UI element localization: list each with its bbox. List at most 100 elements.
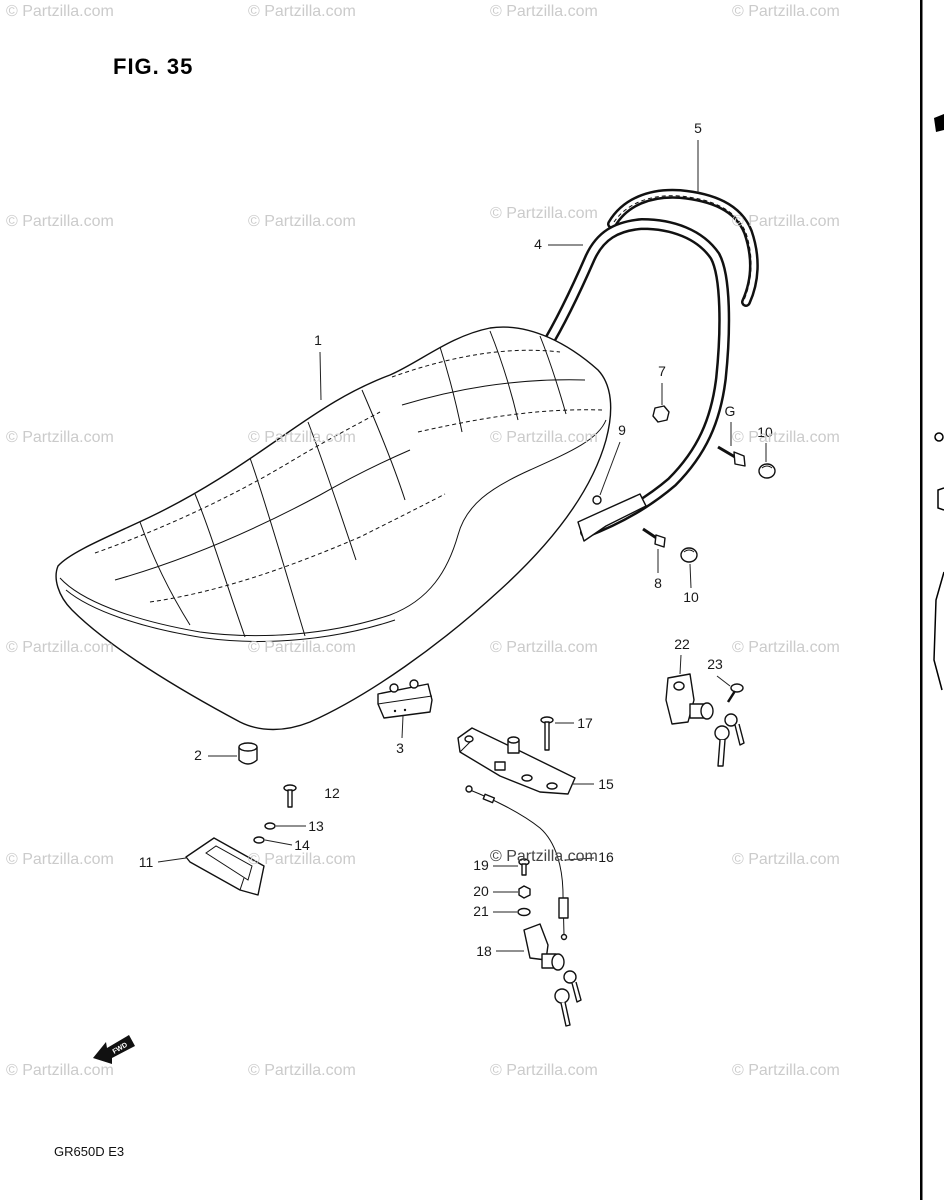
seat-lock [523,923,582,1027]
callout-label: 2 [194,747,202,763]
helmet-lock-cylinder [700,702,714,720]
block-bump [409,679,419,689]
leader-lines [157,140,767,952]
seat-pleat-line [401,379,586,406]
screw-shank [726,690,737,703]
leader-line [401,715,404,739]
rubber-cap [680,547,698,563]
bolt [717,445,746,467]
cushion-body [238,747,258,765]
callout-label: 16 [598,849,614,865]
key-head [554,988,570,1004]
leader-line [319,351,322,401]
bolt [283,784,297,808]
seat-pleat-line [361,389,406,501]
helmet-lock [665,673,745,767]
cap-rim [761,465,773,469]
key-blade [734,723,745,746]
forward-arrow-icon: FWD [93,1035,135,1064]
plate-hole [521,774,533,782]
callout-label: 23 [707,656,723,672]
cable-fitting [558,897,569,919]
seat-cushion [238,742,258,765]
grab-rail-cover-fill [609,191,757,305]
rubber-cap [758,463,776,479]
grab-rail-cover-seam [613,195,752,301]
screw-head [730,683,744,693]
plate-body [457,727,576,795]
key-head [563,970,577,984]
seat-stitch-line [94,411,381,554]
leader-line [264,839,293,846]
callout-label: 10 [683,589,699,605]
bolt-shank [717,445,736,459]
callout-labels: 1 2 3 4 5 7 G 10 9 8 10 22 23 17 15 12 1… [139,120,773,959]
plate-latch [494,761,506,771]
seat-pleat-line [139,521,191,626]
seat-lock-cable [465,785,569,941]
callout-label: 9 [618,422,626,438]
page-edge [920,0,944,1200]
callout-label: 19 [473,857,489,873]
seat-pleat-line [489,330,519,421]
seat-pleat-line [114,449,411,581]
callout-label: 18 [476,943,492,959]
seat-bracket [185,837,265,896]
plate-hole [546,782,558,790]
key-head [724,713,738,727]
nut [518,885,531,899]
page-edge-line [920,0,923,1200]
callout-label: 4 [534,236,542,252]
screw [726,683,744,703]
model-code: GR650D E3 [54,1144,125,1159]
leader-line [565,857,595,861]
bolt-shank [287,789,293,808]
seat-stitch-line [417,409,603,433]
seat [55,326,612,731]
seat-cushion-block [377,679,433,719]
screw [518,858,530,876]
seat-pleat-line [539,335,567,415]
helmet-lock-bracket [665,673,695,725]
cable-fitting [482,793,496,804]
bolt [642,527,666,548]
bolt-head [733,451,746,467]
callout-label: 20 [473,883,489,899]
seat-pleat-line [307,421,357,561]
callout-label: 1 [314,332,322,348]
grab-rail [539,217,731,542]
bracket-opening [205,845,253,881]
seat-lock-plate [457,727,576,795]
page-edge-fragment [937,487,944,511]
page-edge-fragment [934,114,944,132]
washer [253,836,265,844]
callout-label: 5 [694,120,702,136]
leader-line [716,675,731,687]
forward-arrow-shape [93,1035,135,1064]
plate-hole [464,735,474,743]
seat-outline [55,326,612,731]
figure-title: FIG. 35 [113,54,194,79]
seat-lock-bracket [523,923,549,961]
leader-line [689,563,692,589]
callout-label: 17 [577,715,593,731]
screw [540,716,554,751]
seat-stitch-line [391,349,561,378]
leader-line [679,654,682,675]
callout-label: 15 [598,776,614,792]
block-bump [389,683,399,693]
callout-label: 10 [757,424,773,440]
seat-pleat-line [249,457,306,637]
key-blade [560,1001,571,1027]
bracket-frame [185,837,265,896]
callout-label: 7 [658,363,666,379]
bolt-head [654,534,666,548]
block-body [377,683,433,719]
cable-end [560,933,568,941]
callout-label: 14 [294,837,310,853]
key-head [714,725,730,741]
seat-stitch-line [149,493,446,603]
leader-line [599,441,621,496]
seat-cushion-edge [59,419,607,637]
